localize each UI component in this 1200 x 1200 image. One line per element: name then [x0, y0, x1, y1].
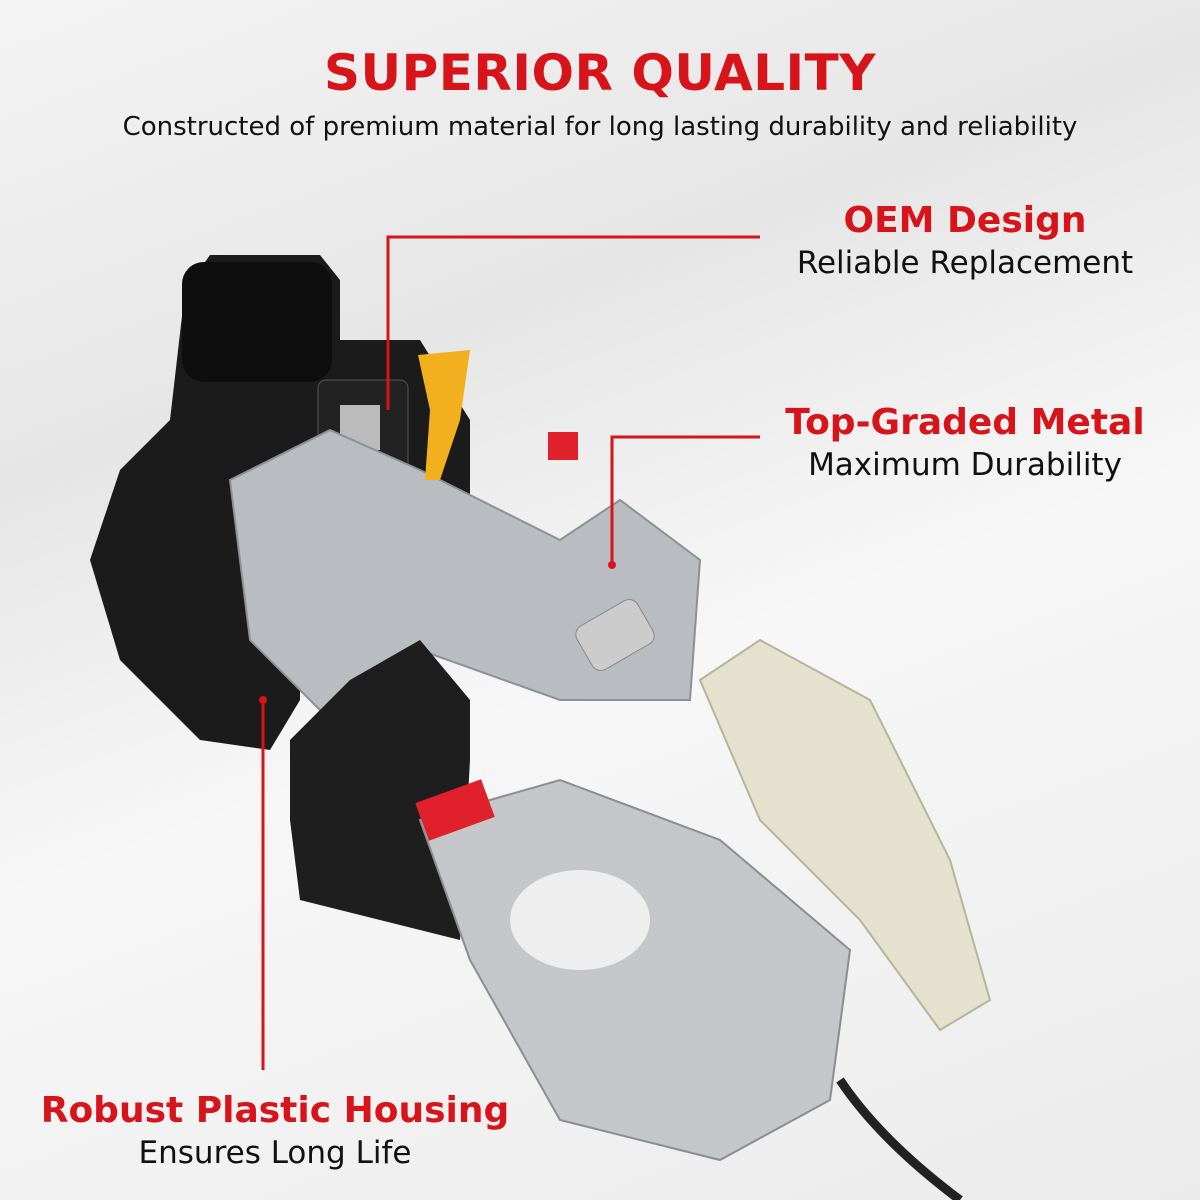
headline: SUPERIOR QUALITY	[324, 44, 876, 102]
red-clip-lower	[415, 779, 495, 841]
callout-text: Ensures Long Life	[138, 1135, 412, 1171]
lower-housing	[290, 640, 470, 940]
callout-heading: Top-Graded Metal	[785, 402, 1145, 443]
latch-bracket	[418, 778, 852, 1162]
red-clip	[548, 432, 578, 460]
cable	[836, 1077, 963, 1200]
actuator-motor	[698, 638, 992, 1032]
connector-cap	[182, 262, 332, 382]
callout-text: Reliable Replacement	[796, 245, 1134, 281]
subheadline: Constructed of premium material for long…	[122, 112, 1078, 142]
yellow-lever	[418, 350, 470, 480]
callout-top-graded-metal: Top-Graded Metal Maximum Durability	[760, 402, 1170, 483]
callout-plastic-housing: Robust Plastic Housing Ensures Long Life	[20, 1090, 530, 1171]
callout-heading: Robust Plastic Housing	[40, 1090, 510, 1131]
callout-heading: OEM Design	[843, 200, 1087, 241]
callout-text: Maximum Durability	[808, 447, 1122, 483]
callout-oem-design: OEM Design Reliable Replacement	[760, 200, 1170, 281]
callout-lines	[261, 235, 760, 1070]
